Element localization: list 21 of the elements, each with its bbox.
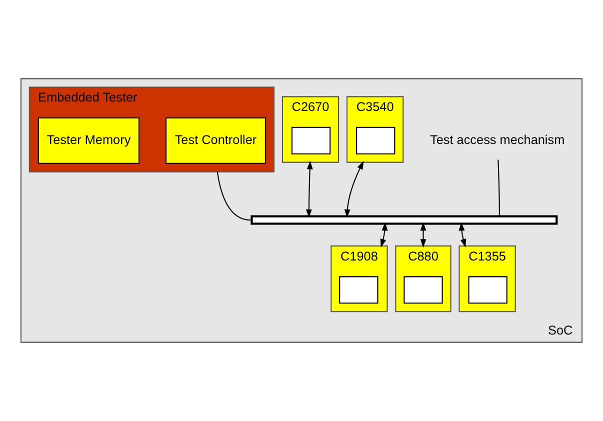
cluster: C3540	[346, 96, 404, 163]
node-box	[468, 276, 508, 304]
node-box: Tester Memory	[38, 117, 140, 164]
cluster: C1908	[330, 245, 388, 312]
node-box	[356, 126, 396, 154]
cluster: C1355	[458, 245, 516, 312]
connector	[216, 172, 251, 221]
node-bar	[250, 215, 558, 225]
arrow	[344, 160, 364, 218]
node-box	[404, 276, 443, 304]
node-box: Test Controller	[165, 117, 266, 164]
cluster: C880	[395, 245, 452, 312]
node-text: Test access mechanism	[430, 132, 565, 147]
connector	[498, 160, 500, 216]
arrow	[306, 160, 313, 218]
arrow	[380, 222, 388, 248]
cluster: C2670	[282, 96, 340, 163]
node-box	[291, 126, 331, 154]
node-box	[339, 276, 378, 304]
arrow	[458, 222, 466, 248]
arrow	[420, 222, 426, 248]
